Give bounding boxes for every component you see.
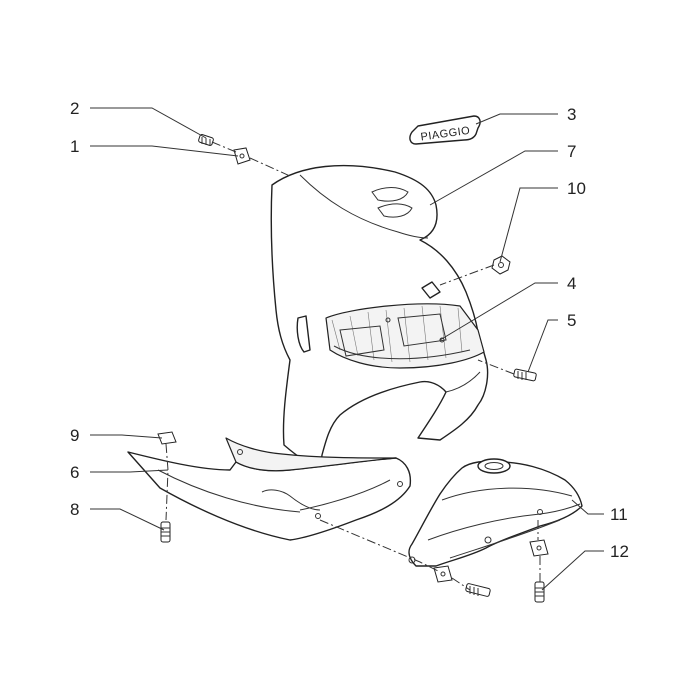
lower-screw-hardware — [465, 583, 491, 597]
screw-12-hardware — [534, 581, 545, 603]
clip-nut-1-hardware — [233, 147, 251, 165]
screw-8-hardware — [160, 521, 171, 543]
piaggio-badge-part: PIAGGIO — [409, 115, 481, 145]
callout-7: 7 — [567, 142, 576, 161]
clip-9-hardware — [157, 431, 177, 445]
tank-cover-part — [408, 458, 583, 567]
callout-1: 1 — [70, 137, 79, 156]
leader-lines — [90, 107, 604, 591]
lower-clip-nut-hardware — [433, 565, 453, 583]
callout-4: 4 — [567, 274, 576, 293]
clip-nut-11-hardware — [529, 539, 549, 557]
lower-belly-panel-part — [127, 437, 412, 541]
callout-3: 3 — [567, 105, 576, 124]
screw-5-hardware — [513, 368, 537, 382]
assembly-lines — [165, 141, 541, 591]
callout-8: 8 — [70, 500, 79, 519]
callout-12: 12 — [610, 542, 629, 561]
front-shield-part — [270, 164, 489, 471]
screw-2-hardware — [198, 134, 214, 146]
callout-11: 11 — [610, 505, 628, 524]
callout-6: 6 — [70, 463, 79, 482]
callout-9: 9 — [70, 426, 79, 445]
callout-numbers: 1 2 3 4 5 6 7 8 9 10 11 12 — [70, 99, 629, 561]
callout-10: 10 — [567, 179, 586, 198]
callout-5: 5 — [567, 311, 576, 330]
callout-2: 2 — [70, 99, 79, 118]
